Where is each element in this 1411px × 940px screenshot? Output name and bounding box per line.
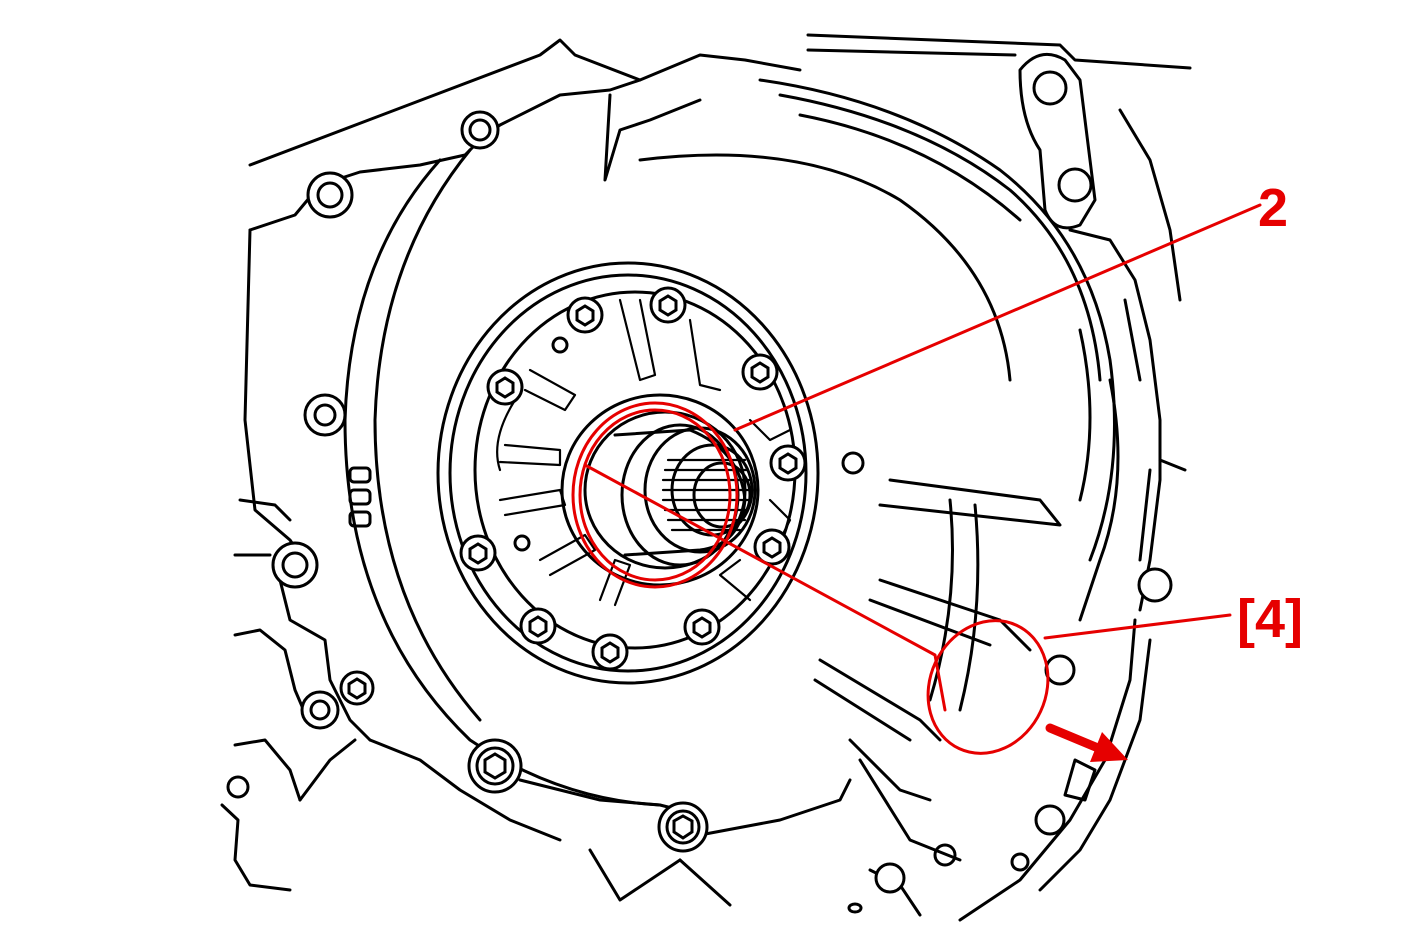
removal-tool-line [583,463,947,712]
leader-line-2 [733,203,1262,432]
oil-seal-highlight-inner [578,408,732,582]
oil-pump-cover [436,261,820,685]
direction-arrow-icon [1045,723,1128,762]
mounting-bosses [226,52,1173,914]
callout-label-2: 2 [1258,178,1288,238]
bell-housing [343,78,1152,862]
callout-label-4: [4] [1237,589,1303,649]
callout-step-4: [4] [583,463,1303,762]
oil-seal-highlight-outer [571,401,739,589]
tool-position-highlight [926,619,1050,755]
cover-bolts [459,286,807,671]
callout-part-2: 2 [571,178,1288,589]
drain-plugs [339,670,709,853]
leader-line-4 [1043,613,1232,640]
